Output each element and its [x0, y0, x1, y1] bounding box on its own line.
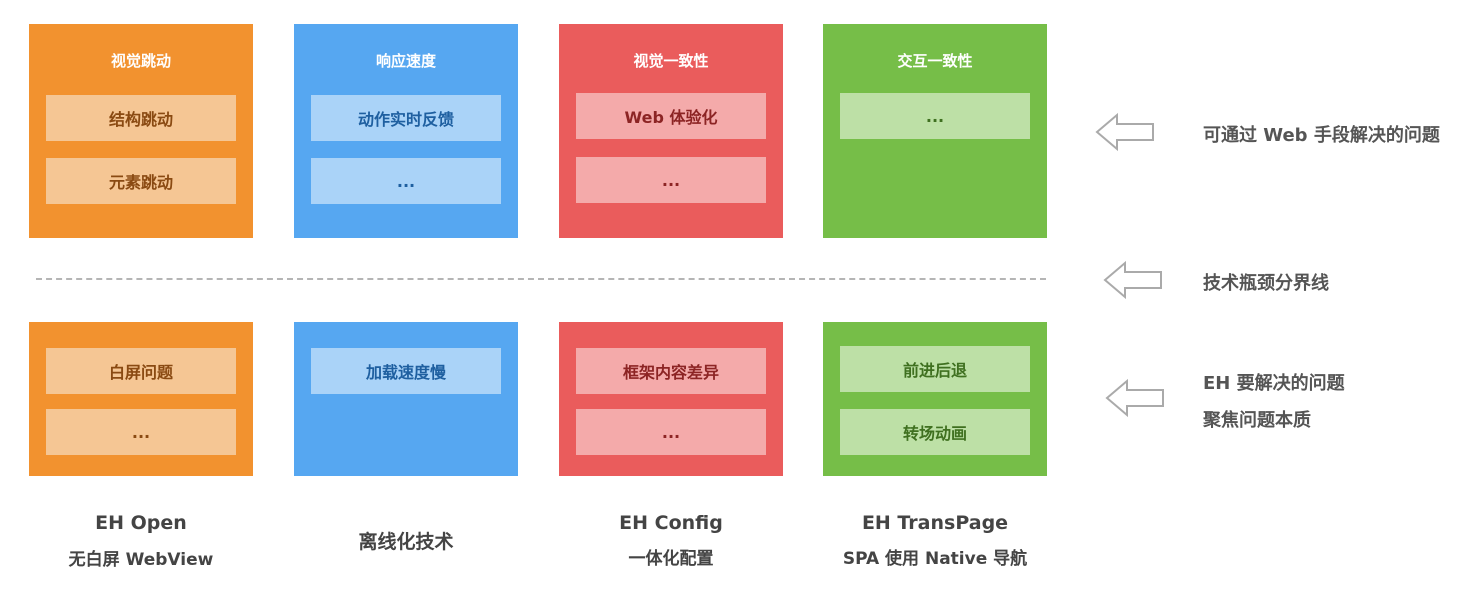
card-cell: 转场动画 [840, 409, 1030, 455]
card-visual-consistency: 视觉一致性 Web 体验化 ... [559, 24, 783, 238]
caption-eh-open: EH Open [95, 512, 187, 534]
card-cell: ... [840, 93, 1030, 139]
card-cell: Web 体验化 [576, 93, 766, 139]
caption-eh-config-sub: 一体化配置 [628, 549, 714, 569]
caption-eh-transpage-sub: SPA 使用 Native 导航 [842, 549, 1028, 569]
card-interaction-consistency: 交互一致性 ... [823, 24, 1047, 238]
card-cell: ... [311, 158, 501, 204]
caption-eh-config: EH Config [619, 512, 723, 534]
card-cell: 白屏问题 [46, 348, 236, 394]
left-arrow-icon [1103, 260, 1162, 300]
caption-offline: 离线化技术 [358, 531, 454, 553]
card-cell: 前进后退 [840, 346, 1030, 392]
caption-eh-open-sub: 无白屏 WebView [68, 550, 214, 570]
card-response-speed: 响应速度 动作实时反馈 ... [294, 24, 518, 238]
card-title: 视觉跳动 [110, 52, 171, 70]
left-arrow-icon [1105, 378, 1164, 418]
card-title: 视觉一致性 [633, 52, 709, 70]
caption-eh-transpage: EH TransPage [861, 512, 1009, 534]
card-cell: 框架内容差异 [576, 348, 766, 394]
card-white-screen: 白屏问题 ... [29, 322, 253, 476]
card-cell: ... [46, 409, 236, 455]
card-cell: 动作实时反馈 [311, 95, 501, 141]
card-framework-diff: 框架内容差异 ... [559, 322, 783, 476]
card-cell: 结构跳动 [46, 95, 236, 141]
card-navigation: 前进后退 转场动画 [823, 322, 1047, 476]
card-title: 交互一致性 [897, 52, 973, 70]
card-slow-loading: 加载速度慢 [294, 322, 518, 476]
card-cell: 加载速度慢 [311, 348, 501, 394]
card-title: 响应速度 [375, 52, 436, 70]
left-arrow-icon [1095, 112, 1154, 152]
card-cell: ... [576, 157, 766, 203]
label-eh-problems: EH 要解决的问题 [1203, 373, 1345, 394]
card-cell: ... [576, 409, 766, 455]
card-visual-jump: 视觉跳动 结构跳动 元素跳动 [29, 24, 253, 238]
label-eh-focus: 聚焦问题本质 [1203, 410, 1311, 431]
label-boundary: 技术瓶颈分界线 [1203, 273, 1329, 294]
label-web-solvable: 可通过 Web 手段解决的问题 [1203, 125, 1440, 146]
boundary-divider [36, 278, 1046, 280]
card-cell: 元素跳动 [46, 158, 236, 204]
